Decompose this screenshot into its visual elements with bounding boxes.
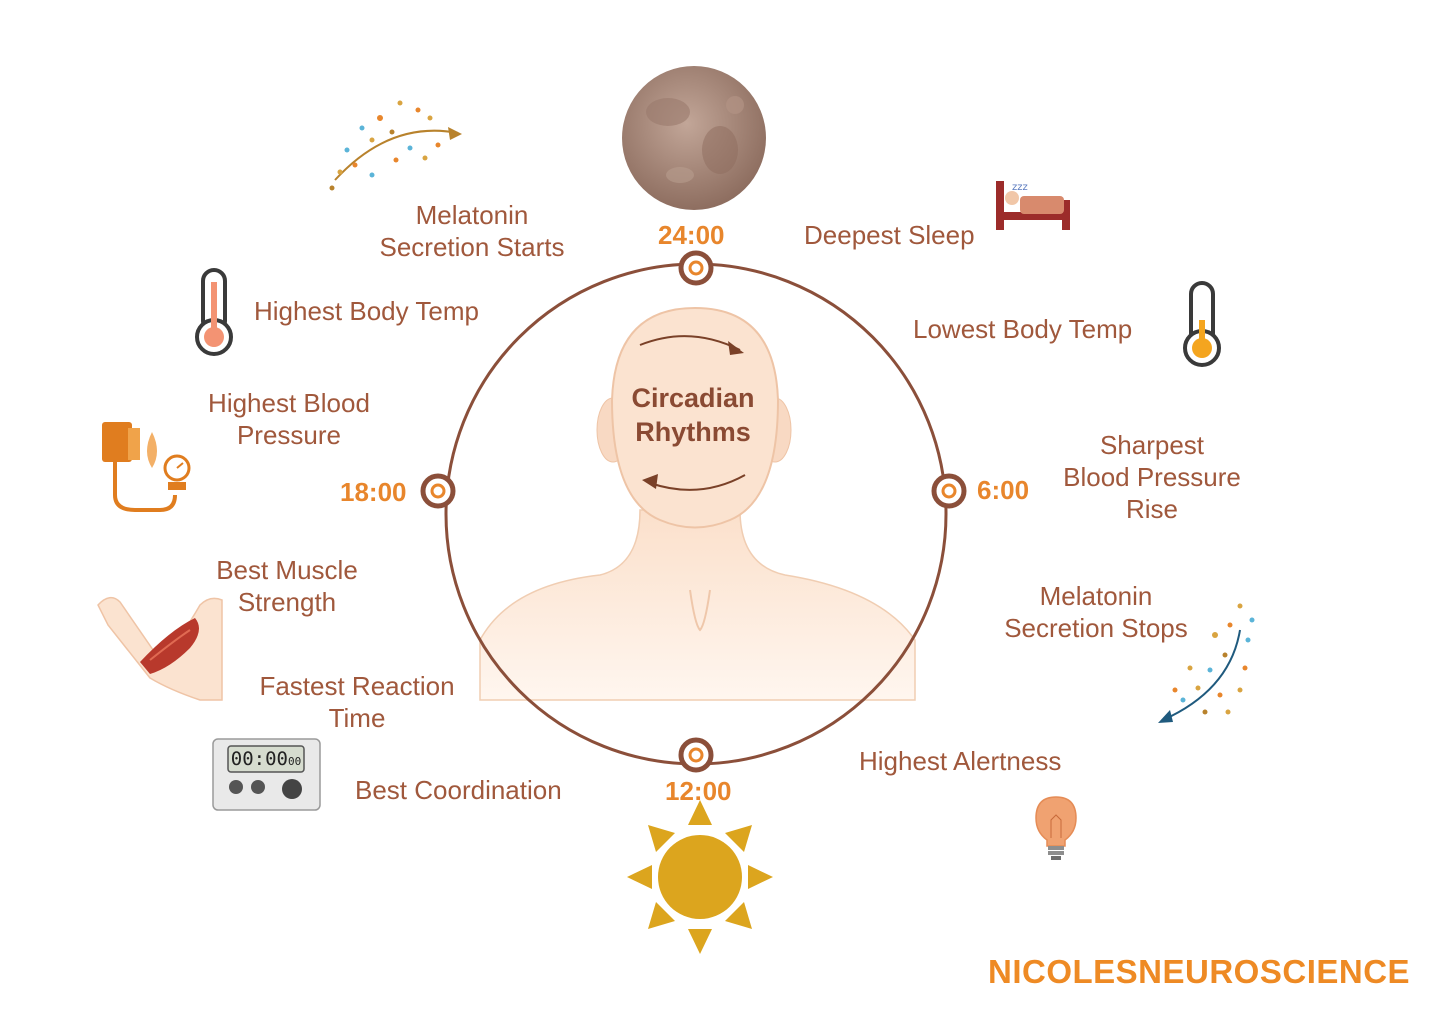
time-label-18: 18:00 (340, 477, 407, 507)
center-title-line-1: Circadian (631, 383, 755, 413)
time-marker-18 (420, 473, 456, 509)
head-illustration (479, 306, 916, 701)
label-best-coordination: Best Coordination (355, 775, 562, 805)
time-label-6: 6:00 (977, 475, 1030, 505)
label-highest-body-temp: Highest Body Temp (254, 296, 479, 326)
blood-pressure-monitor-icon (102, 422, 191, 512)
time-label-12: 12:00 (665, 776, 732, 806)
label-melatonin-secretion-starts: Melatonin Secretion Starts (379, 200, 565, 262)
label-fastest-reaction-time: Fastest Reaction Time (259, 671, 455, 733)
label-deepest-sleep: Deepest Sleep (804, 220, 975, 250)
time-marker-12 (678, 737, 714, 773)
flexed-arm-icon (97, 596, 223, 701)
time-marker-6 (931, 473, 967, 509)
center-title-line-2: Rhythms (635, 417, 751, 447)
melatonin-start-particles-icon (329, 100, 462, 191)
label-best-muscle-strength: Best Muscle Strength (216, 555, 358, 617)
sun-icon (627, 800, 773, 954)
time-marker-24 (678, 250, 714, 286)
thermometer-low-icon (1183, 281, 1221, 367)
moon-icon (622, 66, 766, 210)
time-label-24: 24:00 (658, 220, 725, 250)
label-highest-alertness: Highest Alertness (859, 746, 1062, 776)
thermometer-high-icon (195, 268, 233, 356)
brand-watermark: NICOLESNEUROSCIENCE (988, 953, 1411, 990)
stopwatch-time: 00:00 (230, 748, 288, 770)
clockwise-arrow-bottom (649, 474, 746, 491)
stopwatch-icon (212, 738, 321, 811)
label-sharpest-blood-pressure-rise: Sharpest Blood Pressure Rise (1063, 430, 1241, 524)
light-bulb-icon (1035, 796, 1077, 860)
label-highest-blood-pressure: Highest Blood Pressure (208, 388, 370, 450)
stopwatch-hundredths: 00 (287, 755, 302, 768)
bed-icon: zzz (996, 181, 1070, 230)
melatonin-stop-particles-icon (1158, 603, 1255, 723)
label-lowest-body-temp: Lowest Body Temp (913, 314, 1133, 344)
label-melatonin-secretion-stops: Melatonin Secretion Stops (1004, 581, 1188, 643)
svg-text:zzz: zzz (1012, 182, 1028, 193)
center-title: Circadian Rhythms (600, 381, 786, 449)
stopwatch-display: 00:0000 (230, 748, 302, 770)
